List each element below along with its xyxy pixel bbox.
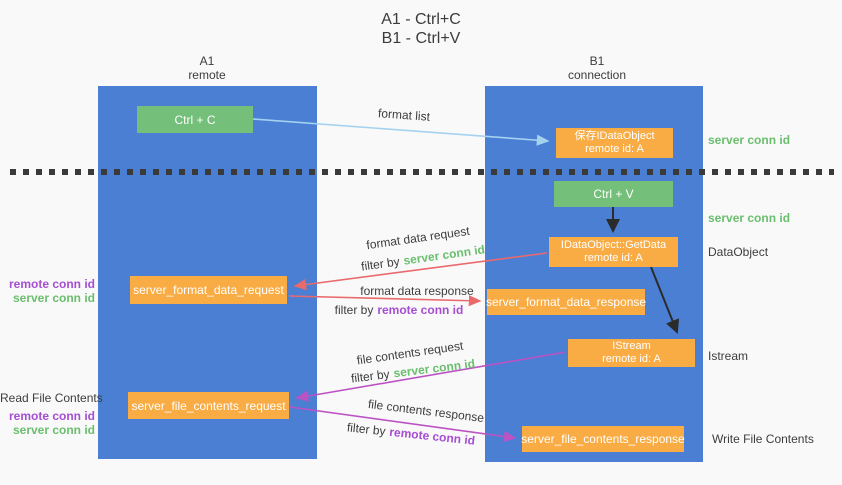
format-list-label: format list	[377, 106, 431, 124]
read-file-contents-label: Read File Contents	[0, 391, 103, 405]
server-file-contents-request-label: server_file_contents_request	[131, 398, 286, 413]
node-idataobject-getdata: IDataObject::GetData remote id: A	[549, 237, 678, 267]
remote-conn-id-text: remote conn id	[388, 424, 476, 448]
remote-conn-id-text: remote conn id	[377, 303, 464, 317]
filter-by-text: filter by	[334, 303, 374, 317]
lifeline-header-a1: A1 remote	[137, 54, 277, 82]
filter-by-text: filter by	[346, 420, 387, 439]
lifeline-a1-subtitle: remote	[188, 68, 226, 82]
istream-side-label: Istream	[708, 349, 749, 363]
istream-line1: IStream	[612, 340, 651, 352]
dataobject-side-label: DataObject	[708, 245, 769, 259]
node-ctrl-v: Ctrl + V	[554, 181, 673, 207]
diagram-title: A1 - Ctrl+C B1 - Ctrl+V	[0, 10, 842, 48]
server-conn-id-right-mid: server conn id	[708, 211, 791, 225]
server-conn-id-text: server conn id	[402, 242, 486, 268]
format-data-response-label: format data response	[360, 284, 474, 298]
node-server-format-data-request: server_format_data_request	[130, 276, 287, 304]
server-format-data-request-label: server_format_data_request	[133, 283, 284, 297]
getdata-line1: IDataObject::GetData	[560, 239, 667, 251]
ctrl-v-label: Ctrl + V	[593, 187, 634, 201]
phase-separator-line	[10, 169, 834, 175]
server-conn-id-left-top: server conn id	[12, 291, 95, 305]
remote-conn-id-left-bottom: remote conn id	[8, 409, 95, 423]
node-server-format-data-response: server_format_data_response	[485, 289, 647, 315]
node-save-idataobject: 保存IDataObject remote id: A	[556, 128, 673, 158]
server-conn-id-right-top: server conn id	[708, 133, 791, 147]
lifeline-b1-name: B1	[589, 54, 605, 68]
title-line-2: B1 - Ctrl+V	[381, 30, 461, 47]
node-server-file-contents-request: server_file_contents_request	[128, 392, 289, 419]
title-line-1: A1 - Ctrl+C	[381, 11, 461, 28]
getdata-line2: remote id: A	[584, 252, 643, 264]
remote-conn-id-left-top: remote conn id	[8, 277, 95, 291]
filter-by-text: filter by	[360, 254, 401, 274]
server-conn-id-left-bottom: server conn id	[12, 423, 95, 437]
lifeline-b1-subtitle: connection	[567, 68, 627, 82]
node-ctrl-c: Ctrl + C	[137, 106, 253, 133]
lifeline-a1-name: A1	[199, 54, 215, 68]
lifeline-header-b1: B1 connection	[527, 54, 667, 82]
ctrl-c-label: Ctrl + C	[174, 112, 216, 127]
node-server-file-contents-response: server_file_contents_response	[521, 426, 685, 452]
server-format-data-response-label: server_format_data_response	[485, 295, 647, 309]
node-istream: IStream remote id: A	[568, 339, 695, 367]
filter-by-text: filter by	[350, 366, 391, 386]
save-idataobject-line1: 保存IDataObject	[574, 130, 655, 142]
istream-line2: remote id: A	[602, 353, 661, 365]
write-file-contents-label: Write File Contents	[712, 432, 814, 446]
server-file-contents-response-label: server_file_contents_response	[521, 432, 685, 446]
file-contents-response-label: file contents response	[367, 396, 485, 426]
save-idataobject-line2: remote id: A	[585, 143, 644, 155]
